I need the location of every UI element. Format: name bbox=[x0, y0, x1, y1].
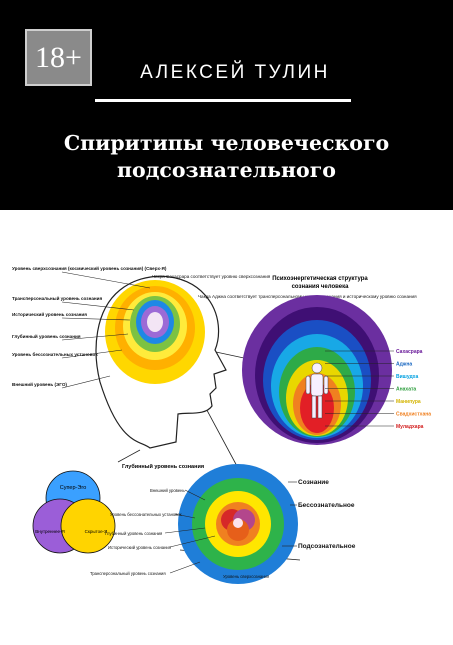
venn-circle-hidden-self bbox=[60, 498, 116, 554]
levels-small-labels: Внешний уровень Уровень бессознательных … bbox=[90, 488, 269, 579]
chakra-labels: СахасрараАджнаВишудхаАнахатаМанипураСвад… bbox=[325, 349, 431, 430]
venn-deep-label: Глубинный уровень сознания bbox=[122, 463, 204, 470]
chakra-label: Аджна bbox=[396, 362, 412, 368]
head-consciousness-levels bbox=[105, 280, 205, 384]
label-superconscious: Уровень сверхсознания (космический урове… bbox=[12, 265, 167, 271]
levels-unconscious: Бессознательное bbox=[298, 502, 355, 509]
title-line-1: Спиритипы человеческого bbox=[63, 131, 390, 155]
chakra-label: Сахасрара bbox=[396, 349, 423, 355]
levels-big-labels: Сознание Бессознательное Подсознательное bbox=[298, 479, 356, 550]
chakra-label: Муладхара bbox=[396, 424, 424, 430]
label-outer: Внешний уровень (ЭГО) bbox=[12, 381, 67, 387]
label-deep: Глубинный уровень сознания bbox=[12, 333, 81, 339]
levels-consciousness: Сознание bbox=[298, 479, 329, 486]
levels-leaders bbox=[164, 481, 297, 574]
cover-illustration: Уровень сверхсознания (космический урове… bbox=[0, 210, 453, 640]
aura-title-1: Психоэнергетическая структура bbox=[272, 276, 368, 282]
levels-transpersonal-label: Трансперсональный уровень сознания bbox=[90, 571, 166, 576]
label-sahasrara-note: Чакра Сахасрара соответствует уровню све… bbox=[152, 274, 271, 279]
levels-diagram bbox=[178, 464, 298, 584]
head-label-leaders bbox=[61, 271, 151, 389]
venn-super-ego-label: Супер-Эго bbox=[60, 485, 87, 491]
chakra-label: Анахата bbox=[396, 387, 416, 393]
book-title: Спиритипы человеческого подсознательного bbox=[0, 130, 453, 184]
venn-diagram: Супер-Эго Внутреннее-Я Скрытое-Я Глубинн… bbox=[32, 463, 204, 554]
levels-deep-label: Глубинный уровень сознания bbox=[105, 531, 162, 536]
levels-outer-label: Внешний уровень bbox=[150, 488, 185, 493]
levels-unconscious-settings-label: Уровень бессознательных установок bbox=[110, 512, 182, 517]
label-transpersonal: Трансперсональный уровень сознания bbox=[12, 295, 102, 301]
levels-historical-label: Исторический уровень сознания bbox=[108, 545, 171, 550]
chakra-label: Вишудха bbox=[396, 374, 418, 380]
levels-subconscious: Подсознательное bbox=[298, 543, 356, 550]
venn-hidden-self-label: Скрытое-Я bbox=[85, 529, 108, 534]
aura-title-2: сознания человека bbox=[292, 284, 350, 290]
divider bbox=[95, 99, 351, 102]
author-name: АЛЕКСЕЙ ТУЛИН bbox=[140, 62, 330, 83]
label-unconscious-settings: Уровень бессознательных установок bbox=[12, 351, 98, 357]
chakra-label: Свадхистхана bbox=[396, 412, 431, 418]
aura-diagram: Психоэнергетическая структура сознания ч… bbox=[242, 276, 392, 445]
venn-inner-self-label: Внутреннее-Я bbox=[35, 529, 65, 534]
human-figure bbox=[305, 362, 329, 419]
levels-superconscious-label: Уровень сверхсознания bbox=[223, 574, 269, 579]
cover-header: 18+ АЛЕКСЕЙ ТУЛИН Спиритипы человеческог… bbox=[0, 0, 453, 210]
title-line-2: подсознательного bbox=[117, 158, 336, 182]
chakra-label: Манипура bbox=[396, 399, 421, 405]
label-historical: Исторический уровень сознания bbox=[12, 311, 87, 317]
consciousness-diagram: Уровень сверхсознания (космический урове… bbox=[12, 265, 431, 584]
age-rating-badge: 18+ bbox=[25, 29, 92, 86]
